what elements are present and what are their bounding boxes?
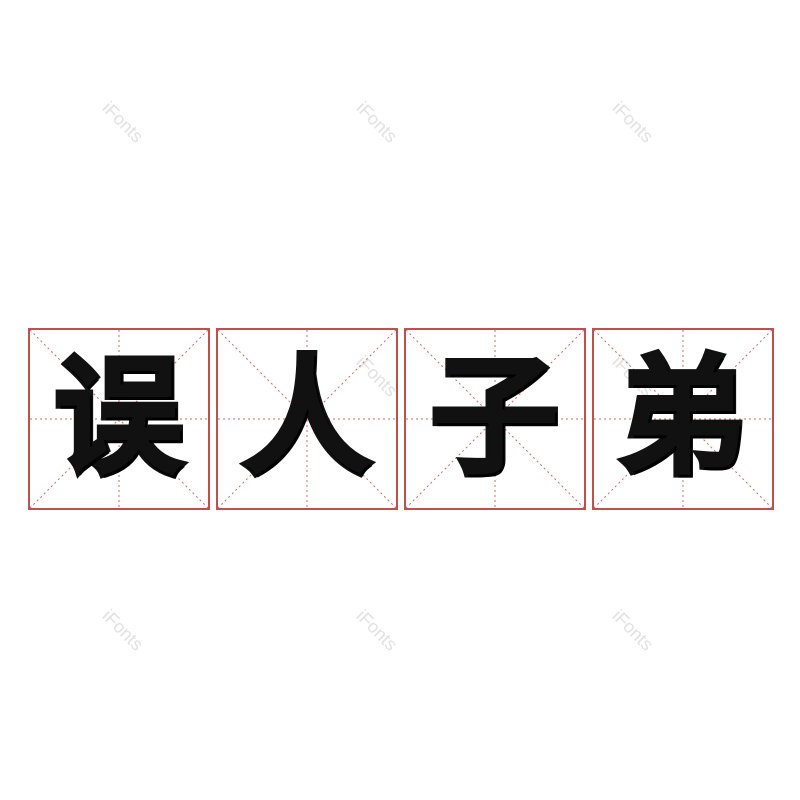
grid-guides xyxy=(406,330,584,508)
watermark-top-center: iFonts xyxy=(352,97,402,147)
watermark-top-right: iFonts xyxy=(608,97,658,147)
grid-cell-3: 子 xyxy=(404,328,586,510)
grid-guides xyxy=(218,330,396,508)
grid-cell-2: 人 xyxy=(216,328,398,510)
character-grid-row: 误 人 子 xyxy=(28,328,774,510)
character-glyph: 人 xyxy=(240,344,374,493)
grid-guides xyxy=(30,330,208,508)
character-glyph: 弟 xyxy=(616,344,750,493)
character-glyph: 误 xyxy=(52,344,186,493)
grid-cell-4: 弟 xyxy=(592,328,774,510)
watermark-top-left: iFonts xyxy=(98,97,148,147)
watermark-bottom-left: iFonts xyxy=(98,605,148,655)
watermark-bottom-center: iFonts xyxy=(352,605,402,655)
grid-cell-1: 误 xyxy=(28,328,210,510)
grid-guides xyxy=(594,330,772,508)
watermark-bottom-right: iFonts xyxy=(608,605,658,655)
character-glyph: 子 xyxy=(428,344,562,493)
